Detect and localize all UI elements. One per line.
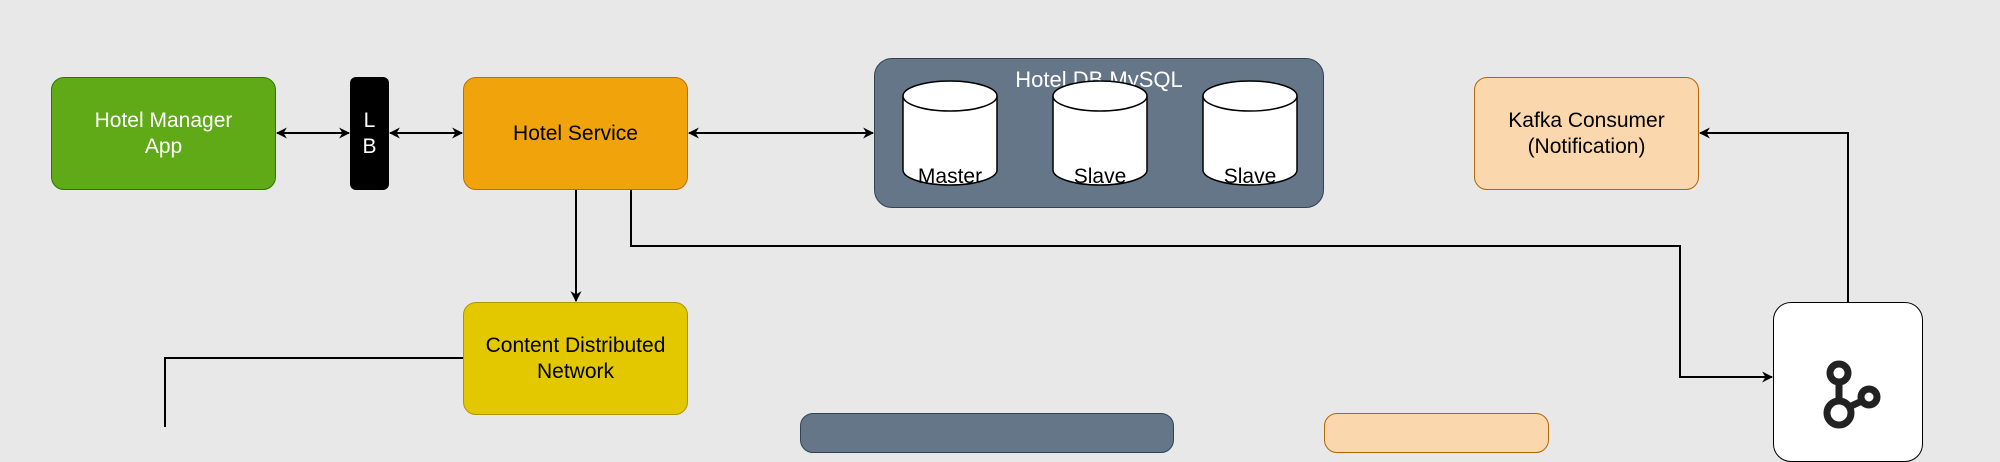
hotel-manager-app-node[interactable]: Hotel Manager App — [51, 77, 276, 190]
edge-hotel-service-kafka — [630, 190, 1774, 383]
db-cylinder-slave-1[interactable] — [1052, 80, 1148, 186]
db-cylinders — [902, 80, 1298, 186]
db-label-master: Master — [917, 165, 983, 188]
db-cylinder-slave-2[interactable] — [1202, 80, 1298, 186]
load-balancer-node[interactable]: L B — [350, 77, 389, 190]
db-label-slave-1: Slave — [1073, 165, 1127, 188]
lb-letter-l: L — [363, 108, 376, 132]
hotel-service-node[interactable]: Hotel Service — [463, 77, 688, 190]
orange-node-partial-bottom[interactable] — [1324, 413, 1549, 453]
edge-kafka-to-consumer — [1698, 127, 1849, 302]
db-label-slave-2: Slave — [1223, 165, 1277, 188]
cdn-node[interactable]: Content Distributed Network — [463, 302, 688, 415]
connectors-layer — [164, 127, 1849, 427]
db-group-partial-bottom[interactable] — [800, 413, 1174, 453]
edge-cdn-left — [164, 357, 463, 427]
db-cylinder-master[interactable] — [902, 80, 998, 186]
kafka-broker-node[interactable] — [1773, 302, 1923, 462]
lb-letter-b: B — [362, 134, 377, 158]
kafka-consumer-node[interactable]: Kafka Consumer (Notification) — [1474, 77, 1699, 190]
kafka-icon — [1823, 360, 1881, 429]
